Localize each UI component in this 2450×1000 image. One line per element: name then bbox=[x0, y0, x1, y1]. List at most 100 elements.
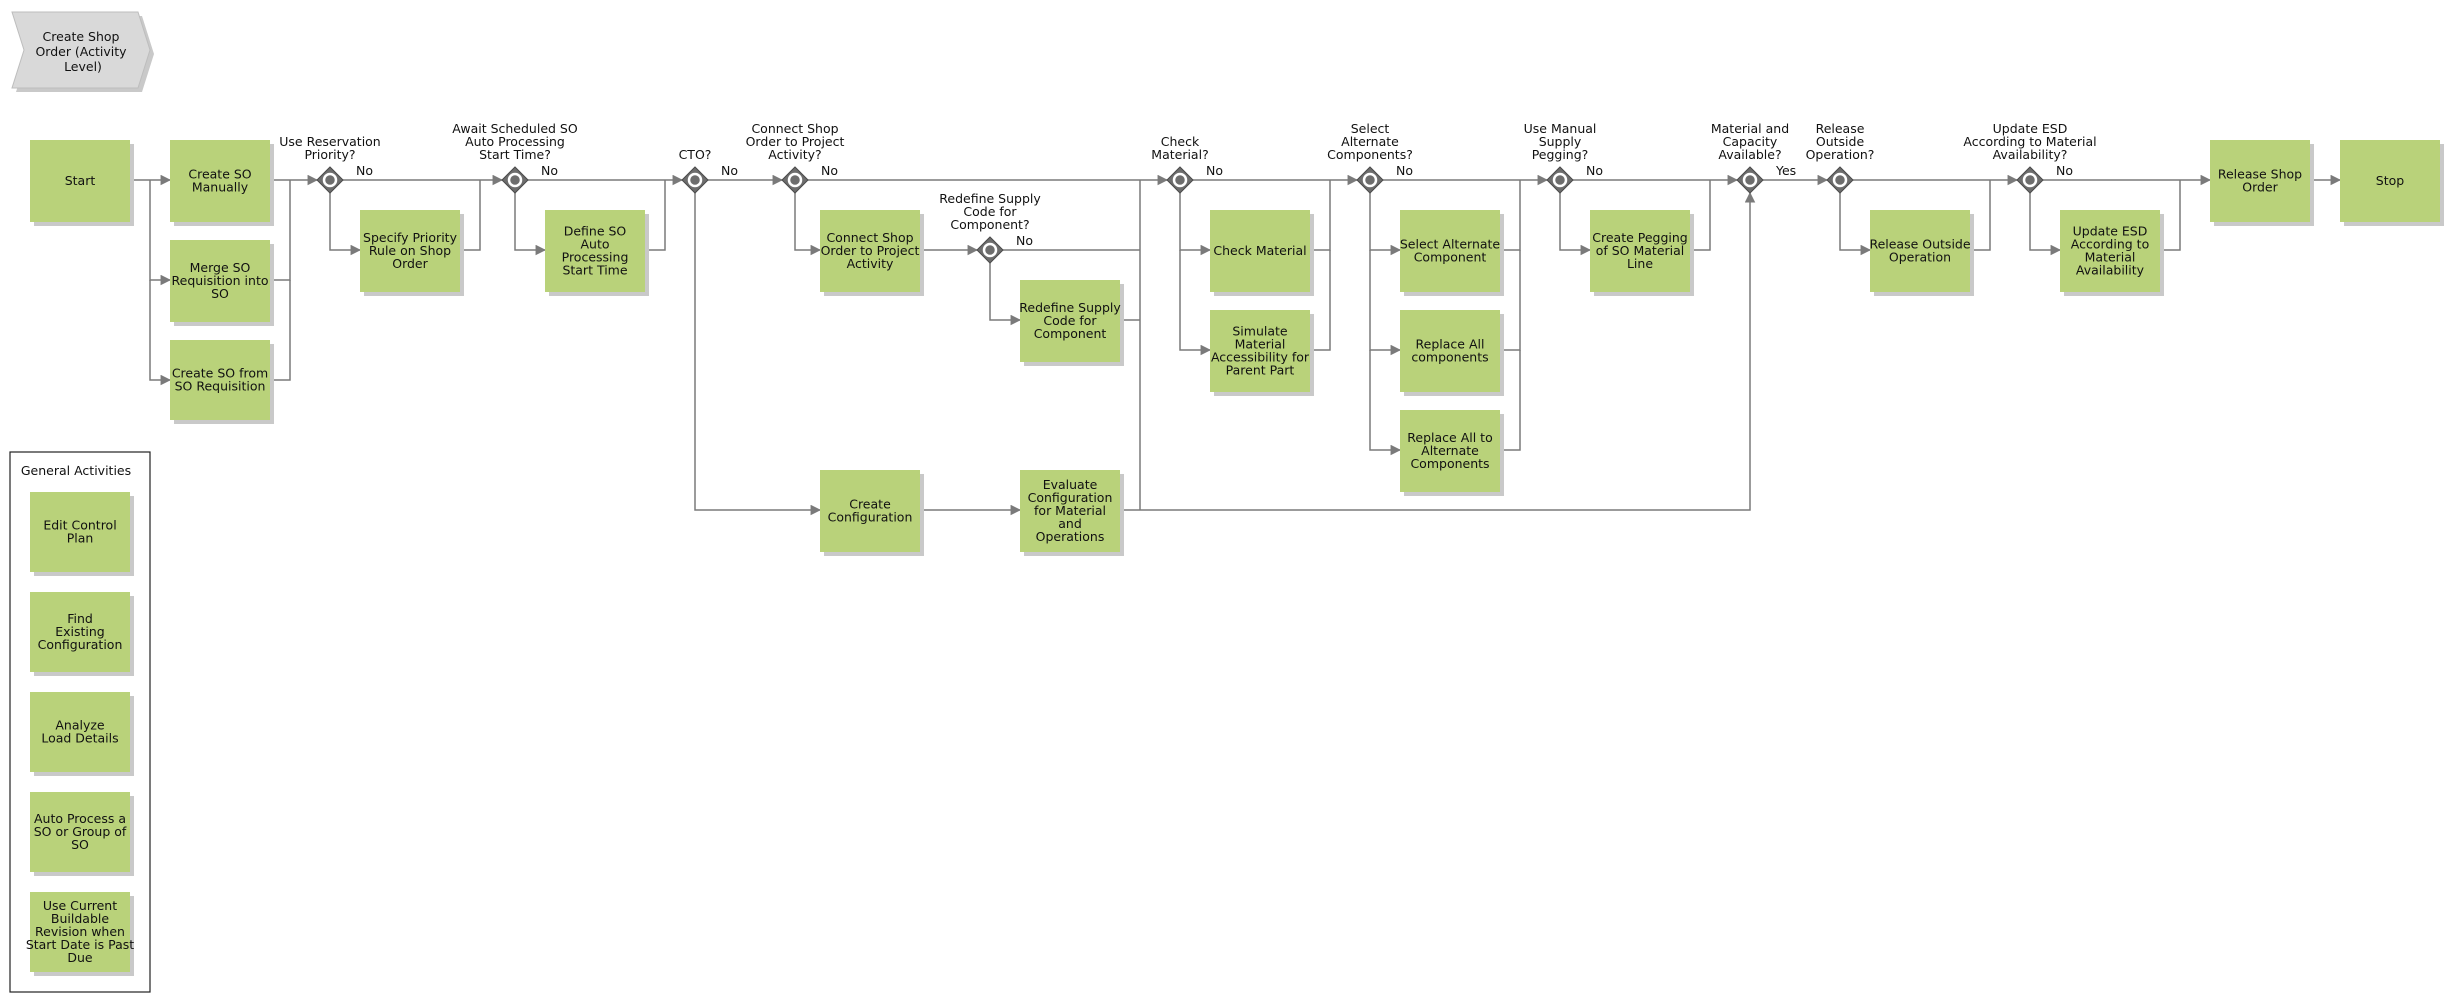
gateway-ring-icon bbox=[787, 172, 803, 188]
flow-line bbox=[329, 193, 362, 256]
activity-label: Start bbox=[65, 173, 96, 188]
activity-start[interactable]: Start bbox=[30, 140, 134, 226]
gateway-branch-label: No bbox=[721, 163, 738, 178]
gateway-branch-label: No bbox=[821, 163, 838, 178]
gateway-ring-icon bbox=[1362, 172, 1378, 188]
activity-check-material[interactable]: Check Material bbox=[1210, 210, 1314, 296]
process-header: Create Shop Order (Activity Level) bbox=[11, 11, 154, 92]
gateway-ring-icon bbox=[1832, 172, 1848, 188]
flow-line bbox=[270, 280, 291, 381]
flow-line bbox=[1500, 350, 1521, 451]
activity-label: Stop bbox=[2376, 173, 2404, 188]
gateway-branch-label: No bbox=[1586, 163, 1603, 178]
gateway-diamond bbox=[2016, 166, 2044, 194]
activity-stop[interactable]: Stop bbox=[2340, 140, 2444, 226]
flow-line bbox=[694, 193, 822, 516]
gateway-ring-icon bbox=[1742, 172, 1758, 188]
gateway-ring-icon bbox=[1172, 172, 1188, 188]
gateway-ring-icon bbox=[687, 172, 703, 188]
process-header-title: Create Shop Order (Activity Level) bbox=[35, 29, 130, 74]
gateway-diamond bbox=[1546, 166, 1574, 194]
flow-line bbox=[1369, 250, 1402, 356]
gateway-diamond bbox=[1826, 166, 1854, 194]
gateway-question: CTO? bbox=[679, 147, 712, 162]
gateway-diamond bbox=[501, 166, 529, 194]
gateway-diamond bbox=[316, 166, 344, 194]
flow-line bbox=[2029, 193, 2062, 256]
gateway-branch-label: No bbox=[356, 163, 373, 178]
flow-line bbox=[514, 193, 547, 256]
gateway-cto[interactable]: CTO? No bbox=[679, 147, 738, 194]
gateway-ring-icon bbox=[982, 242, 998, 258]
flow-line bbox=[794, 193, 822, 256]
flow-line bbox=[1369, 350, 1402, 456]
flow-line bbox=[1310, 250, 1331, 351]
flow-line bbox=[460, 180, 481, 251]
gateway-diamond bbox=[976, 236, 1004, 264]
flow-line bbox=[1839, 193, 1872, 256]
gateway-ring-icon bbox=[1552, 172, 1568, 188]
gateway-diamond bbox=[1736, 166, 1764, 194]
flow-line bbox=[2160, 180, 2181, 251]
general-activities-title: General Activities bbox=[21, 463, 131, 478]
flow-line bbox=[1559, 193, 1592, 256]
gateway-branch-label: No bbox=[1016, 233, 1033, 248]
